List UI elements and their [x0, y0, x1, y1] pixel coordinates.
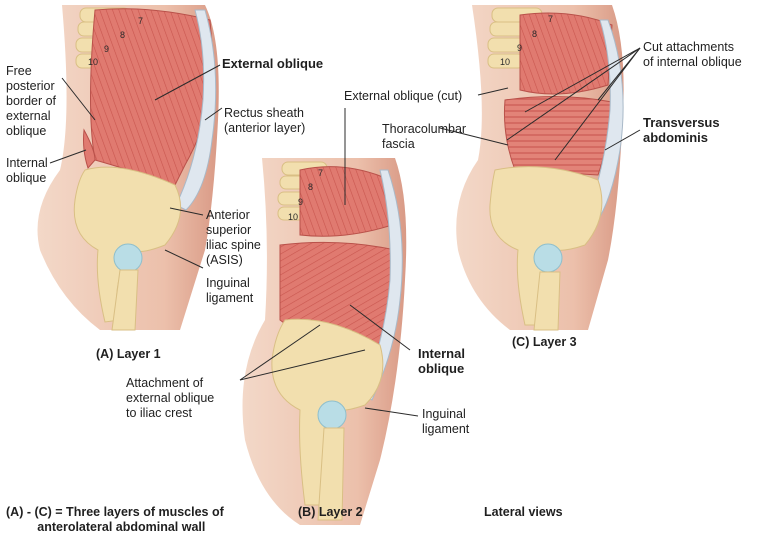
label-external-oblique-cut: External oblique (cut)	[344, 89, 463, 103]
leader-lines	[49, 47, 641, 417]
svg-text:7: 7	[138, 16, 143, 26]
label-internal-oblique-b: Internal oblique	[418, 346, 465, 376]
svg-text:9: 9	[298, 197, 303, 207]
svg-text:9: 9	[104, 44, 109, 54]
panel-c-illustration: 7 8 9 10	[456, 5, 624, 331]
svg-text:8: 8	[120, 30, 125, 40]
panel-b-external-oblique-cut	[299, 166, 393, 237]
svg-text:9: 9	[517, 43, 522, 53]
label-inguinal-ligament-a: Inguinal ligament	[206, 276, 254, 305]
label-rectus-sheath: Rectus sheath (anterior layer)	[224, 106, 306, 135]
footer-summary: (A) - (C) = Three layers of muscles of a…	[6, 505, 224, 534]
svg-text:10: 10	[500, 57, 510, 67]
label-cut-attachments: Cut attachments of internal oblique	[643, 40, 742, 69]
svg-text:8: 8	[532, 29, 537, 39]
panel-b-illustration: 7 8 9 10	[242, 158, 407, 525]
svg-text:10: 10	[288, 212, 298, 222]
svg-text:7: 7	[318, 168, 323, 178]
label-thoracolumbar-fascia: Thoracolumbar fascia	[382, 122, 467, 151]
panel-a-illustration: 7 8 9 10	[37, 5, 219, 331]
label-attachment-iliac-crest: Attachment of external oblique to iliac …	[126, 376, 215, 420]
caption-panel-a: (A) Layer 1	[96, 347, 161, 361]
svg-text:7: 7	[548, 14, 553, 24]
caption-panel-b: (B) Layer 2	[298, 505, 363, 519]
label-external-oblique: External oblique	[222, 56, 324, 71]
label-transversus-abdominis: Transversus abdominis	[643, 115, 720, 145]
label-asis: Anterior superior iliac spine (ASIS)	[206, 208, 261, 267]
label-internal-oblique-a: Internal oblique	[6, 156, 48, 185]
svg-text:10: 10	[88, 57, 98, 67]
panel-c-transversus-muscle	[503, 95, 613, 176]
svg-text:8: 8	[308, 182, 313, 192]
footer-lateral-views: Lateral views	[484, 505, 563, 519]
caption-panel-c: (C) Layer 3	[512, 335, 577, 349]
label-free-posterior-border: Free posterior border of external obliqu…	[6, 64, 57, 138]
label-inguinal-ligament-b: Inguinal ligament	[422, 407, 470, 436]
